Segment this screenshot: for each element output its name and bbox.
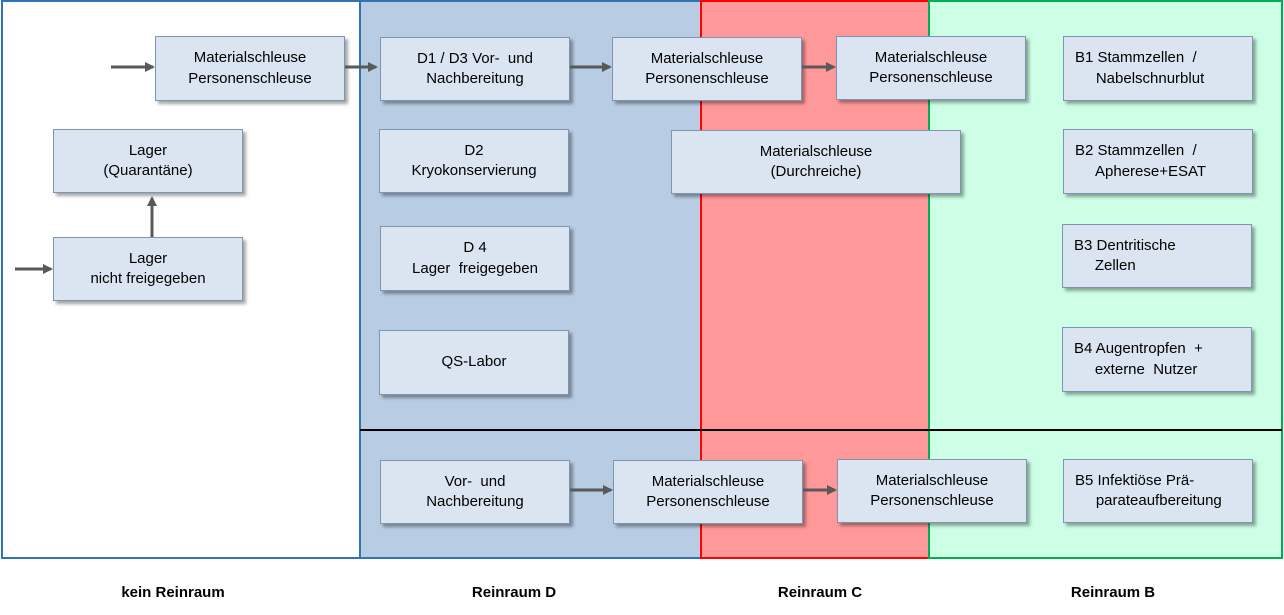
zone-label-b: Reinraum B [1070,584,1156,601]
b2-box: B2 Stammzellen / Apherese+ESAT [1063,129,1253,194]
zone-label-none: kein Reinraum [121,584,225,601]
b4-box: B4 Augentropfen + externe Nutzer [1062,327,1252,392]
divider-line [360,429,1282,431]
b5-box: B5 Infektiöse Prä- parateaufbereitung [1063,459,1253,523]
zone-label-d: Reinraum D [471,584,557,601]
qs-lab-box: QS-Labor [379,330,569,395]
passthrough-box: Materialschleuse(Durchreiche) [671,130,961,194]
b1-box: B1 Stammzellen / Nabelschnurblut [1063,36,1253,101]
zone-label-c: Reinraum C [777,584,863,601]
storage-quarantine-box: Lager(Quarantäne) [53,129,243,193]
b3-box: B3 Dentritische Zellen [1062,224,1252,288]
